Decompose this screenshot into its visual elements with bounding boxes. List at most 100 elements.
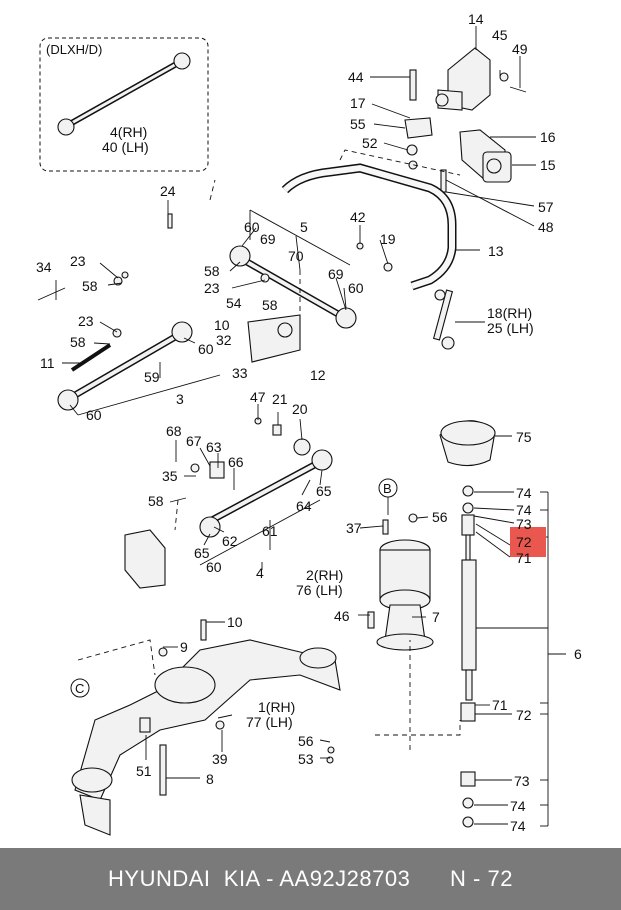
stabilizer-bar — [281, 163, 457, 350]
label-51: 51 — [136, 763, 152, 779]
parts-diagram: (DLXH/D) 4(RH) 40 (LH) — [36, 11, 582, 836]
label-74-a: 74 — [516, 485, 532, 501]
label-42: 42 — [350, 209, 366, 225]
label-c: C — [75, 681, 84, 696]
label-25-lh: 25 (LH) — [487, 320, 534, 336]
label-8: 8 — [206, 771, 214, 787]
label-47: 47 — [250, 389, 266, 405]
label-60-b: 60 — [348, 280, 364, 296]
inset-title: (DLXH/D) — [46, 42, 102, 57]
label-49: 49 — [512, 41, 528, 57]
label-13: 13 — [488, 243, 504, 259]
label-59: 59 — [144, 369, 160, 385]
footer-brand-part-number: HYUNDAI KIA - AA92J28703 — [108, 866, 411, 891]
label-62: 62 — [222, 533, 238, 549]
label-39: 39 — [212, 751, 228, 767]
label-60-e: 60 — [206, 559, 222, 575]
label-66: 66 — [228, 454, 244, 470]
label-45: 45 — [492, 27, 508, 43]
label-74-b: 74 — [516, 502, 532, 518]
label-58-d: 58 — [70, 334, 86, 350]
label-10-b: 10 — [227, 614, 243, 630]
label-35: 35 — [162, 468, 178, 484]
group-brackets — [77, 209, 566, 827]
label-73-b: 73 — [514, 773, 530, 789]
label-73-a: 73 — [516, 516, 532, 532]
label-72-highlighted: 72 — [516, 534, 532, 550]
trailing-arm — [71, 619, 341, 836]
label-74-c: 74 — [510, 798, 526, 814]
label-56-a: 56 — [432, 509, 448, 525]
label-20: 20 — [292, 401, 308, 417]
label-58-b: 58 — [82, 278, 98, 294]
label-18-rh: 18(RH) — [487, 305, 532, 321]
label-56-b: 56 — [298, 733, 314, 749]
callout-b-circle — [378, 478, 398, 498]
label-1-rh: 1(RH) — [258, 699, 295, 715]
footer-spacer — [410, 866, 450, 892]
label-68: 68 — [166, 423, 182, 439]
label-48: 48 — [538, 219, 554, 235]
label-4: 4 — [256, 565, 264, 581]
label-16: 16 — [540, 129, 556, 145]
label-71-b: 71 — [492, 697, 508, 713]
label-4-rh: 4(RH) — [110, 124, 147, 140]
label-70: 70 — [288, 248, 304, 264]
label-46: 46 — [334, 608, 350, 624]
part-labels: 14 45 49 44 17 55 52 16 15 57 48 13 24 5… — [36, 11, 582, 834]
leader-lines — [55, 26, 536, 825]
label-7: 7 — [432, 609, 440, 625]
label-21: 21 — [272, 391, 288, 407]
label-72-b: 72 — [516, 707, 532, 723]
label-58-a: 58 — [204, 263, 220, 279]
label-54: 54 — [226, 295, 242, 311]
label-6: 6 — [574, 646, 582, 662]
label-67: 67 — [186, 433, 202, 449]
inset-box: (DLXH/D) 4(RH) 40 (LH) — [39, 37, 209, 172]
label-2-rh: 2(RH) — [306, 567, 343, 583]
label-52: 52 — [362, 135, 378, 151]
label-b: B — [383, 481, 392, 496]
label-17: 17 — [350, 95, 366, 111]
label-23-c: 23 — [78, 313, 94, 329]
label-5: 5 — [300, 219, 308, 235]
label-71-a: 71 — [516, 550, 532, 566]
upper-link — [167, 213, 393, 363]
lower-link — [37, 271, 193, 411]
label-61: 61 — [262, 523, 278, 539]
label-19: 19 — [380, 231, 396, 247]
label-33: 33 — [232, 365, 248, 381]
label-58-c: 58 — [262, 297, 278, 313]
highlight-72 — [510, 527, 546, 557]
label-65-a: 65 — [316, 483, 332, 499]
label-40-lh: 40 (LH) — [102, 139, 149, 155]
label-75: 75 — [516, 429, 532, 445]
label-10-a: 10 — [214, 317, 230, 333]
label-15: 15 — [540, 157, 556, 173]
label-55: 55 — [350, 116, 366, 132]
label-34: 34 — [36, 259, 52, 275]
label-74-d: 74 — [510, 818, 526, 834]
reference-lines — [77, 149, 461, 750]
label-11: 11 — [40, 355, 55, 371]
label-60-a: 60 — [244, 219, 260, 235]
shock-absorber — [439, 420, 496, 828]
label-32: 32 — [216, 332, 232, 348]
label-60-d: 60 — [86, 407, 102, 423]
label-3: 3 — [176, 391, 184, 407]
label-23-a: 23 — [204, 280, 220, 296]
label-24: 24 — [160, 183, 176, 199]
label-14: 14 — [468, 11, 484, 27]
label-64: 64 — [296, 498, 312, 514]
middle-link — [124, 417, 333, 589]
label-23-b: 23 — [70, 253, 86, 269]
callout-c-circle — [70, 678, 90, 698]
label-76-lh: 76 (LH) — [296, 582, 343, 598]
label-69-a: 69 — [260, 231, 276, 247]
label-53: 53 — [298, 751, 314, 767]
label-58-e: 58 — [148, 493, 164, 509]
stabilizer-bracket-assembly — [404, 47, 527, 193]
label-63: 63 — [206, 439, 222, 455]
footer-reference: N - 72 — [450, 866, 513, 891]
label-9: 9 — [180, 639, 188, 655]
